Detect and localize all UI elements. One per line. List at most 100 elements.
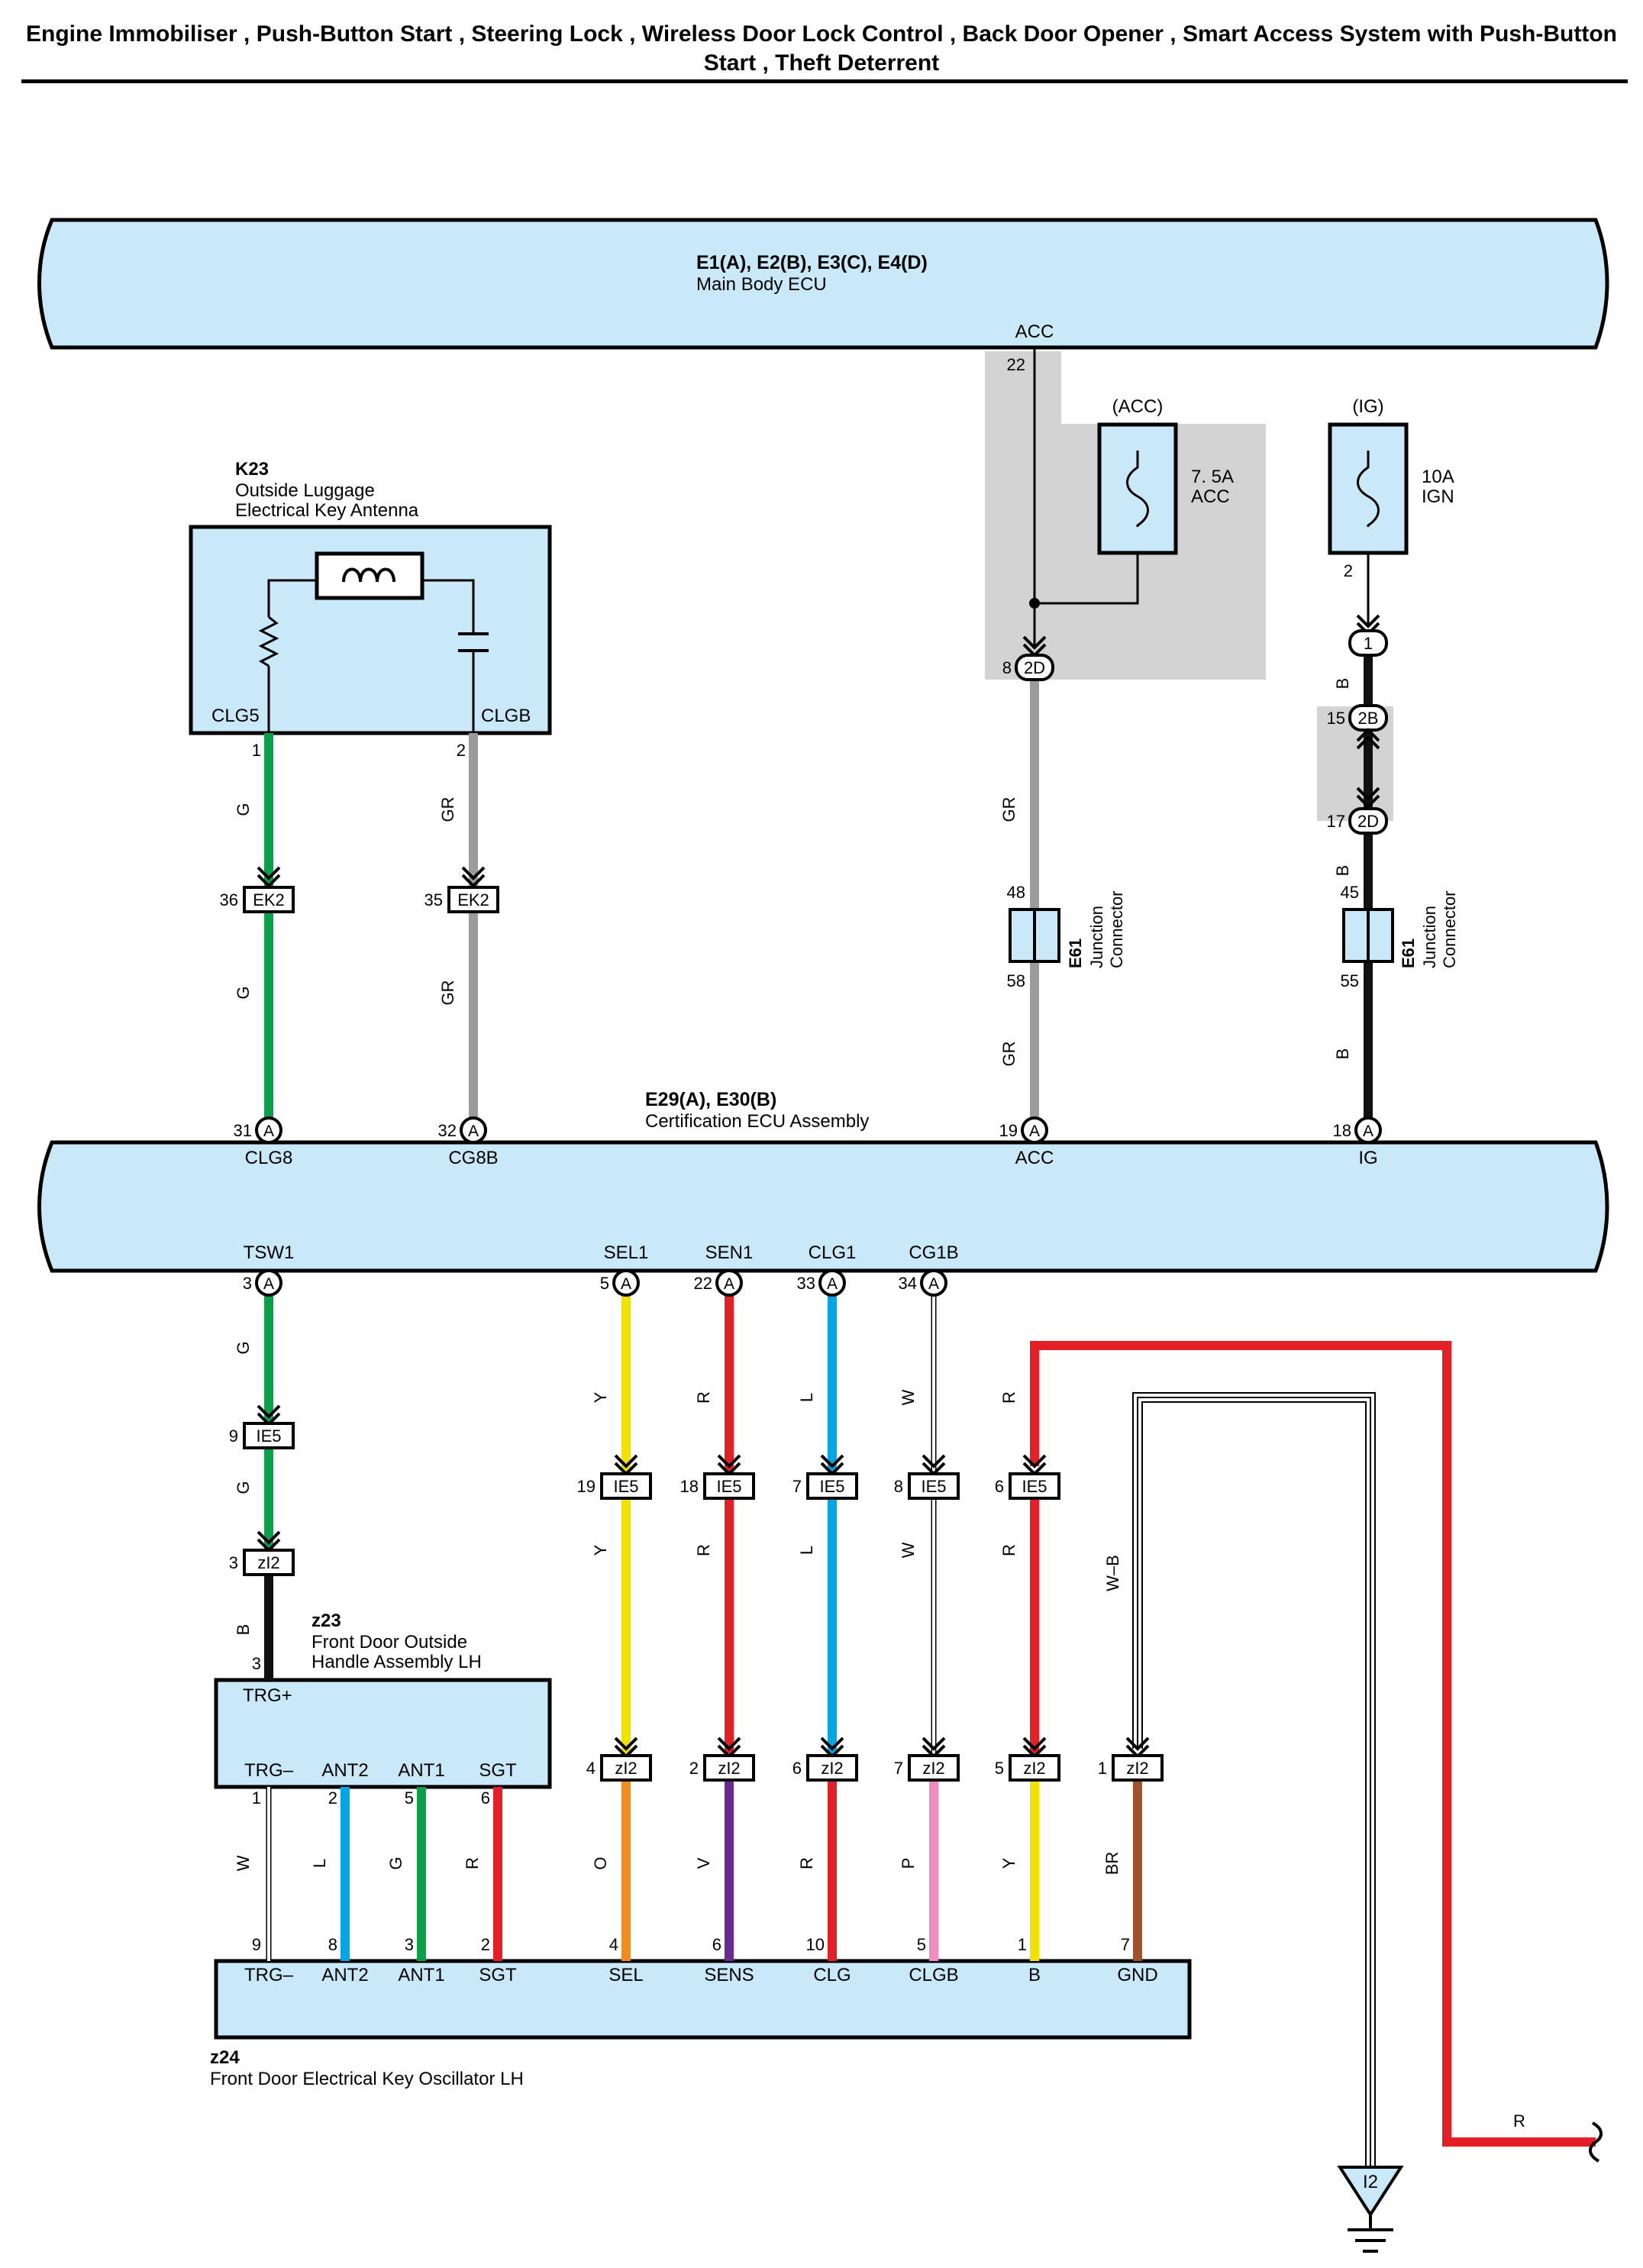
connector-zi2-3-pin: 3 [229,1553,238,1572]
certification-ecu-name: Certification ECU Assembly [645,1111,869,1132]
connector-zi2-cg1b-code: zI2 [922,1759,944,1778]
wire-b-break-icon [1589,2121,1603,2163]
cert-pin-ig: IG [1358,1148,1377,1168]
label-b-y: Y [999,1857,1018,1869]
connector-a-31-code: A [263,1123,274,1140]
e61-ig-name1: Junction [1420,906,1439,968]
label-clg1-3: R [797,1857,816,1869]
label-b-ig-3: B [1333,1048,1352,1060]
pin-e61-58: 58 [1007,971,1025,990]
connector-2d-8-pin: 8 [1002,658,1012,677]
pin-z24-sen: 6 [712,1935,721,1954]
connector-a-18 [1354,1116,1382,1144]
z24-pin-1: ANT2 [321,1965,368,1985]
label-g-1: G [234,803,253,816]
certification-ecu-box [37,1140,1609,1273]
z24-key-oscillator: z24 Front Door Electrical Key Oscillator… [210,1959,1192,2089]
label-gr-2: GR [438,981,457,1006]
label-g-2: G [234,986,253,999]
ground-i2-triangle [1337,2166,1404,2218]
pin-e61-45: 45 [1341,883,1359,902]
connector-a-3 [255,1269,282,1297]
cert-pin-acc: ACC [1015,1148,1054,1168]
connector-ie5-sen-code: IE5 [716,1477,741,1496]
z23-name-line2: Handle Assembly LH [311,1652,482,1672]
e61-acc-name2: Connector [1107,890,1126,968]
cert-pin-tsw1: TSW1 [244,1242,295,1263]
acc-fuse-name: ACC [1191,486,1230,507]
connector-1-ig-code: 1 [1364,634,1373,653]
pin-z24-b: 1 [1018,1935,1027,1954]
pin-z23-bottom-2: 5 [405,1788,414,1808]
label-tsw-g-2: G [234,1481,253,1494]
connector-zi2-1 [1112,1754,1164,1782]
connector-ie5-clg1 [806,1472,858,1500]
connector-ie5-6-code: IE5 [1022,1477,1047,1496]
connector-zi2-1-pin: 1 [1098,1759,1107,1778]
main-body-ecu-box [37,218,1609,350]
certification-ecu: E29(A), E30(B) Certification ECU Assembl… [37,1089,1609,1273]
connector-zi2-clg1-code: zI2 [821,1759,843,1778]
z23-pin-ant2: ANT2 [321,1760,368,1781]
connector-ie5-9-code: IE5 [256,1426,281,1446]
wire-gnd-center [1137,1397,1371,2167]
label-gr-acc-2: GR [999,1042,1018,1067]
k23-capacitor-icon [458,632,489,652]
ig-fuse-icon [1357,451,1380,527]
chevron-2b-up [1356,728,1380,750]
connector-ie5-9-pin: 9 [229,1426,238,1446]
connector-ie5-cg1b [908,1472,960,1500]
shaded-regions [985,351,1393,821]
connector-zi2-clg1-pin: 6 [792,1759,802,1778]
connector-a-cg1b-pin: 34 [899,1274,917,1293]
connector-zi2-sel-code: zI2 [615,1759,637,1778]
connector-a-sel-code: A [621,1275,631,1293]
z23-code: z23 [311,1611,341,1631]
connector-zi2-5-code: zI2 [1023,1759,1045,1778]
cert-pin-clg8: CLG8 [245,1148,293,1168]
pin-z23-bottom-0: 1 [252,1788,261,1808]
label-z23-z24-3: R [463,1857,482,1869]
e61-acc-code: E61 [1066,939,1085,968]
connector-a-3-pin: 3 [243,1274,252,1293]
label-sel-2: Y [591,1544,610,1556]
e61-ig-code: E61 [1399,939,1418,968]
pin-main-ecu-22: 22 [1007,355,1025,374]
connector-a-32 [460,1116,487,1144]
cert-pin-sen1: SEN1 [705,1242,754,1263]
z24-pin-2: ANT1 [398,1965,444,1985]
connector-a-clg1-code: A [827,1275,838,1293]
connector-2b-15-code: 2B [1358,709,1379,728]
connector-zi2-3-code: zI2 [257,1553,279,1572]
label-gr-acc-1: GR [999,797,1018,822]
k23-coil-icon [342,567,395,583]
label-tsw-g-1: G [234,1341,253,1354]
z24-pin-0: TRG– [244,1965,294,1985]
chevron-2d-ig [1356,787,1380,809]
connector-a-sen-code: A [724,1275,734,1293]
label-tsw-b: B [234,1624,253,1636]
connector-ie5-cg1b-pin: 8 [894,1477,903,1496]
cert-pin-cg1b: CG1B [909,1242,958,1263]
z23-pin-trg-plus: TRG+ [243,1685,292,1706]
label-gnd-br: BR [1102,1852,1122,1875]
connector-a-19-code: A [1029,1123,1040,1140]
connector-zi2-sel-pin: 4 [586,1759,596,1778]
main-body-ecu-pin-acc: ACC [1015,321,1054,342]
pin-z23-3: 3 [252,1654,261,1673]
z24-pin-3: SGT [479,1965,517,1985]
connector-ie5-cg1b-code: IE5 [921,1477,946,1496]
label-b-ig-2: B [1333,865,1352,877]
connector-ek2-36-pin: 36 [220,890,238,909]
ig-fuse-title: (IG) [1352,396,1383,417]
title-divider [21,79,1628,83]
k23-name-line2: Electrical Key Antenna [235,500,419,521]
connector-a-cg1b-code: A [928,1275,939,1293]
k23-coil-box [315,551,424,600]
connector-zi2-sen [703,1754,755,1782]
connector-ie5-sel-pin: 19 [577,1477,596,1496]
connector-zi2-sen-code: zI2 [718,1759,740,1778]
ig-fuse-rating: 10A [1422,467,1454,487]
page-title: Engine Immobiliser , Push-Button Start ,… [26,21,1617,76]
